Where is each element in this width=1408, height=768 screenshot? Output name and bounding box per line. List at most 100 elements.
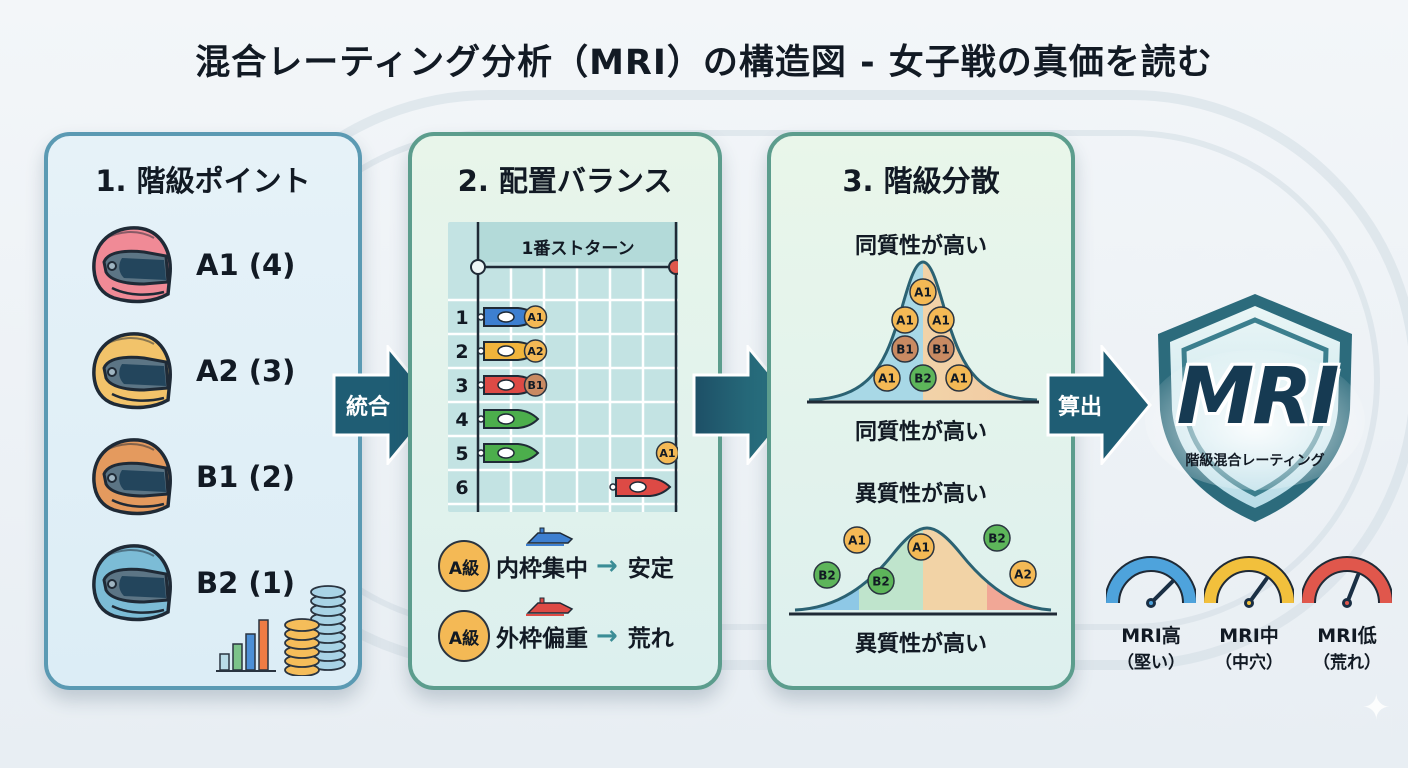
gauge-label: MRI低 — [1317, 625, 1377, 647]
gauge-sublabel: （中穴） — [1215, 653, 1283, 673]
lane-number: 2 — [455, 341, 468, 363]
svg-text:B2: B2 — [872, 575, 890, 589]
placement-pattern-text: 外枠偏重 — [496, 626, 588, 652]
class-badge: A2 — [1009, 560, 1037, 588]
grid-header: 1番ストターン — [521, 239, 635, 259]
svg-text:A1: A1 — [659, 447, 675, 460]
class-point-row: A1 (4) — [84, 222, 295, 308]
placement-legend-row: A級外枠偏重 → 荒れ — [438, 597, 674, 662]
class-badge: A2 — [523, 339, 548, 363]
class-point-label: B2 (1) — [196, 566, 296, 600]
gauge-icon — [1104, 556, 1198, 608]
class-point-row: A2 (3) — [84, 328, 295, 414]
class-badge: A1 — [909, 278, 937, 306]
boat-icon — [477, 443, 540, 463]
svg-text:A2: A2 — [527, 345, 543, 358]
placement-result-text: 安定 — [627, 556, 674, 582]
class-point-row: B1 (2) — [84, 434, 295, 520]
svg-text:A1: A1 — [848, 534, 866, 548]
homogeneous-label-bottom: 同質性が高い — [854, 420, 987, 445]
class-badge: B2 — [813, 561, 841, 589]
mri-gauge: MRI高 （堅い） — [1104, 553, 1198, 673]
bell-curve-line — [794, 526, 1052, 612]
arrow-right-icon: → — [596, 621, 618, 651]
class-badge: A1 — [873, 364, 901, 392]
mri-logo-text: MRI — [1176, 352, 1340, 442]
svg-text:A2: A2 — [1014, 568, 1032, 582]
turn-marker — [668, 259, 684, 275]
merge-arrow-label: 統合 — [346, 395, 391, 420]
class-badge: B2 — [983, 524, 1011, 552]
svg-text:A1: A1 — [878, 372, 896, 386]
placement-result-text: 荒れ — [627, 626, 674, 652]
svg-text:B2: B2 — [914, 372, 932, 386]
bell-curve-fill — [795, 528, 1051, 610]
boat-icon — [609, 477, 672, 497]
calculate-arrow-label: 算出 — [1058, 395, 1103, 420]
panel-heading: 1. 階級ポイント — [95, 164, 311, 198]
boat-icon — [526, 597, 574, 616]
class-badge: A1 — [843, 526, 871, 554]
grid-header-band — [478, 222, 678, 262]
shield-icon — [1145, 294, 1365, 522]
panel-heading: 3. 階級分散 — [842, 164, 1000, 198]
page-title: 混合レーティング分析（MRI）の構造図 - 女子戦の真価を読む — [195, 43, 1213, 83]
placement-legend-row: A級内枠集中 → 安定 — [438, 527, 674, 592]
mri-result-badge: MRI 階級混合レーティング — [1140, 290, 1370, 525]
boat-icon — [526, 527, 574, 546]
panel-heading: 2. 配置バランス — [457, 164, 673, 198]
a-class-badge: A級 — [438, 540, 490, 592]
svg-text:A1: A1 — [527, 311, 543, 324]
lane-number: 3 — [455, 375, 468, 397]
mri-logo-subtitle: 階級混合レーティング — [1185, 453, 1325, 469]
class-badge: A1 — [891, 306, 919, 334]
mri-gauge: MRI低 （荒れ） — [1300, 553, 1394, 673]
placement-pattern-text: 内枠集中 — [496, 556, 588, 582]
sparkle-icon: ✦ — [1362, 688, 1391, 728]
heterogeneous-label-bottom: 異質性が高い — [854, 632, 987, 657]
coin-stack-icon — [284, 585, 346, 676]
svg-text:B2: B2 — [818, 569, 836, 583]
svg-text:A1: A1 — [914, 286, 932, 300]
class-badge: B2 — [909, 364, 937, 392]
svg-text:A1: A1 — [896, 314, 914, 328]
svg-text:B1: B1 — [932, 343, 950, 357]
arrow-right-icon: → — [596, 551, 618, 581]
a-class-badge: A級 — [438, 610, 490, 662]
mri-gauge: MRI中 （中穴） — [1202, 553, 1296, 673]
lane-number: 4 — [455, 409, 468, 431]
helmet-icon — [92, 226, 172, 304]
bar-chart-icon — [216, 619, 276, 672]
class-point-row: B2 (1) — [84, 540, 295, 626]
gauge-sublabel: （堅い） — [1117, 653, 1185, 673]
svg-text:B1: B1 — [896, 343, 914, 357]
class-badge: B2 — [867, 567, 895, 595]
gauge-icon — [1202, 556, 1296, 608]
helmet-icon — [92, 332, 172, 410]
class-point-label: A1 (4) — [196, 248, 296, 282]
svg-text:B2: B2 — [988, 532, 1006, 546]
homogeneous-label-top: 同質性が高い — [854, 234, 987, 259]
gauge-sublabel: （荒れ） — [1313, 653, 1381, 673]
class-badge: A1 — [523, 305, 548, 329]
calculate-arrow: 算出 — [1046, 345, 1154, 465]
class-badge: A1 — [945, 364, 973, 392]
gauge-label: MRI高 — [1121, 625, 1181, 647]
svg-text:A1: A1 — [912, 541, 930, 555]
bell-curve-fill — [809, 262, 1037, 400]
gauge-label: MRI中 — [1219, 625, 1279, 647]
helmet-icon — [92, 544, 172, 622]
class-badge: A1 — [907, 533, 935, 561]
panel-class-points: 1. 階級ポイント A1 (4) A2 (3) B1 (2) B2 (1) — [44, 132, 362, 690]
class-badge: A1 — [655, 441, 680, 465]
helmet-icon — [92, 438, 172, 516]
svg-text:A1: A1 — [950, 372, 968, 386]
svg-text:B1: B1 — [527, 379, 543, 392]
lane-number: 1 — [455, 307, 468, 329]
